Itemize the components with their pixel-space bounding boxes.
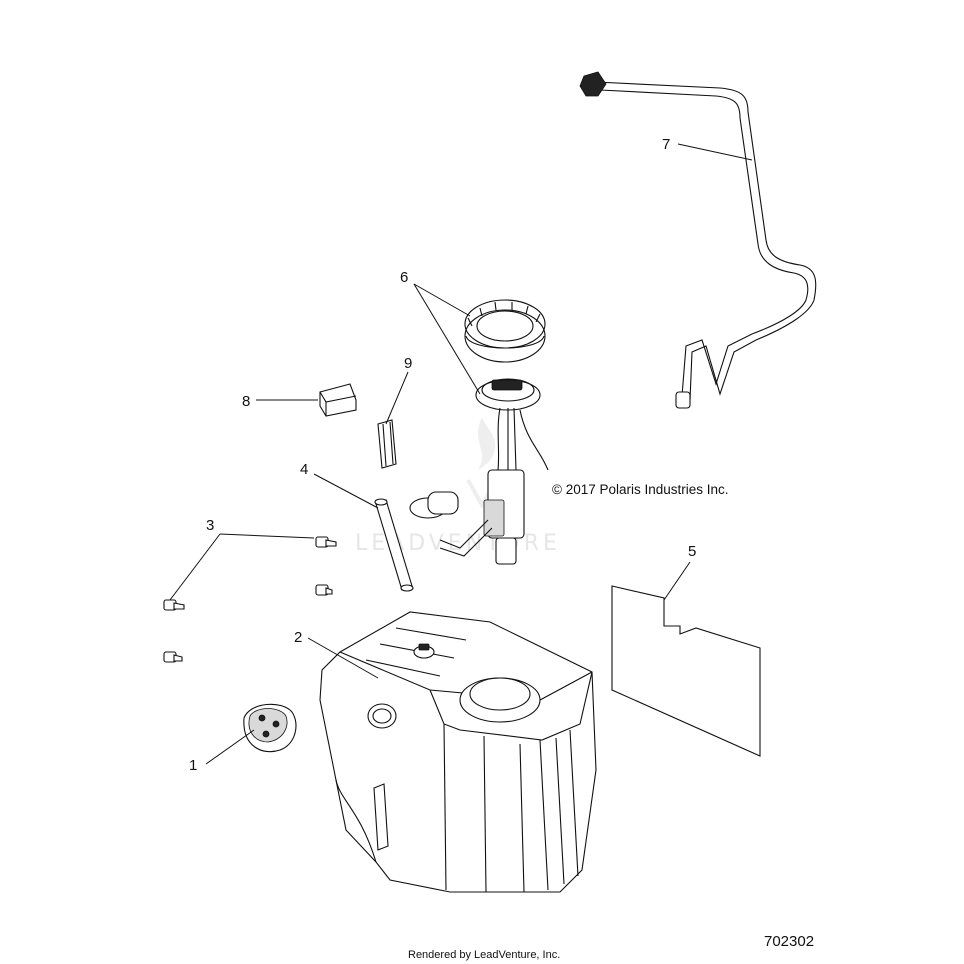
document-number: 702302 [764,933,814,950]
callout-1: 1 [189,757,197,774]
callout-2: 2 [294,629,302,646]
callout-9: 9 [404,355,412,372]
part-8-block [319,383,357,417]
callout-7: 7 [662,136,670,153]
callout-3: 3 [206,517,214,534]
part-2-fuel-tank [319,611,597,893]
footer-rendered-by: Rendered by LeadVenture, Inc. [408,949,560,961]
leader-3b [169,533,221,601]
callouts: 1 2 3 4 5 6 7 8 9 [189,136,696,774]
callout-6: 6 [400,269,408,286]
bolt-1 [315,536,337,548]
part-5-pad-sheet [611,585,761,757]
part-9-foam-pad [377,419,397,469]
part-4-tube [374,498,414,592]
bolt-4 [163,651,183,663]
bolt-2 [315,584,333,596]
part-6-lock-ring [464,299,546,363]
leader-5 [663,561,691,601]
callout-4: 4 [300,461,308,478]
bolt-3 [163,599,185,611]
leader-1 [205,729,255,765]
leader-7 [677,143,753,161]
leader-9 [385,371,409,425]
part-3-bolts [163,536,337,663]
part-7-vent-hose [579,71,817,409]
leader-3 [219,533,315,539]
part-1-fuel-cap [243,703,297,753]
callout-5: 5 [688,543,696,560]
copyright-text: © 2017 Polaris Industries Inc. [552,482,729,497]
callout-8: 8 [242,393,250,410]
leader-4 [313,473,379,509]
leader-lines [169,143,753,765]
leader-2 [307,637,379,679]
leader-6a [413,283,471,317]
leader-6b [413,283,481,395]
part-6-fuel-pump [409,378,549,565]
